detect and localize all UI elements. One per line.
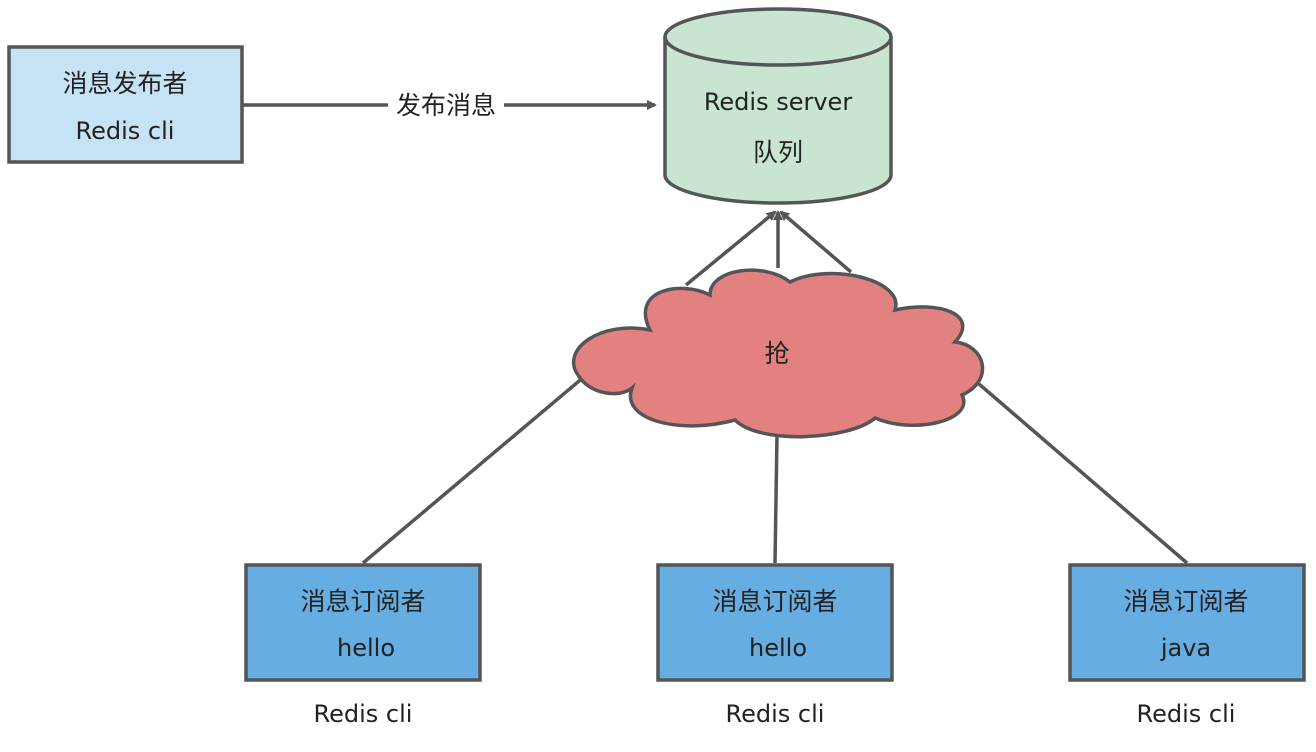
subscriber-channel-1: hello — [337, 634, 395, 662]
cloud-shape — [571, 268, 985, 439]
server-title: Redis server — [704, 88, 853, 116]
subscriber-edge-1 — [361, 374, 587, 565]
subscriber-title-2: 消息订阅者 — [712, 587, 837, 616]
server-cylinder-top — [663, 36, 893, 67]
publisher-title: 消息发布者 — [62, 69, 187, 98]
contention-arrows — [684, 210, 853, 287]
subscriber-node-3: 消息订阅者 java Redis cli — [1068, 563, 1306, 728]
subscriber-caption-1: Redis cli — [314, 700, 413, 728]
subscriber-box-1 — [244, 563, 482, 682]
subscriber-box-2 — [656, 563, 894, 682]
subscriber-node-2: 消息订阅者 hello Redis cli — [656, 563, 894, 728]
publisher-node: 消息发布者 Redis cli — [7, 45, 244, 164]
server-cylinder — [663, 7, 893, 205]
contention-cloud: 抢 — [571, 268, 985, 439]
publish-label: 发布消息 — [396, 91, 496, 120]
subscriber-edges — [361, 374, 1189, 565]
subscriber-node-1: 消息订阅者 hello Redis cli — [244, 563, 482, 728]
subscriber-box-3 — [1068, 563, 1306, 682]
subscriber-caption-3: Redis cli — [1137, 700, 1236, 728]
publish-label-bg — [388, 88, 504, 122]
subscriber-title-3: 消息订阅者 — [1123, 587, 1248, 616]
subscriber-edge-3 — [977, 382, 1189, 565]
subscriber-edge-2 — [773, 434, 779, 564]
subscriber-caption-2: Redis cli — [726, 700, 825, 728]
publisher-box — [7, 45, 244, 164]
contention-arrow-left — [684, 210, 777, 287]
publish-edge: 发布消息 — [243, 88, 657, 122]
contention-arrow-right — [779, 210, 853, 274]
publisher-subtitle: Redis cli — [76, 117, 175, 145]
server-subtitle: 队列 — [753, 138, 803, 167]
server-node: Redis server 队列 — [663, 7, 893, 205]
subscriber-channel-3: java — [1160, 634, 1211, 662]
subscriber-channel-2: hello — [749, 634, 807, 662]
cloud-label: 抢 — [764, 339, 789, 368]
subscriber-title-1: 消息订阅者 — [300, 587, 425, 616]
